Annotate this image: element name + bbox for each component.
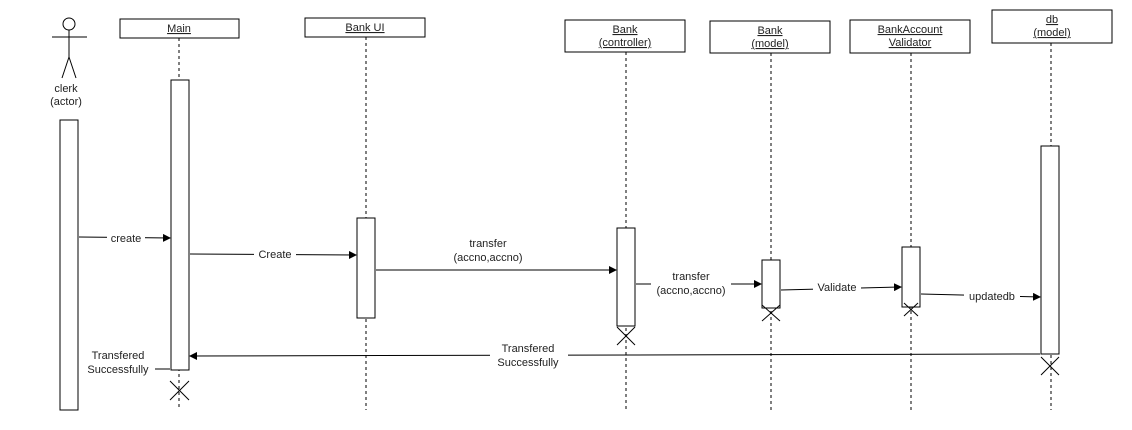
activation-validator xyxy=(901,246,921,308)
participant-bank-ui-label: Bank UI xyxy=(345,22,384,34)
actor-clerk: clerk (actor) xyxy=(50,17,87,108)
activation-main xyxy=(170,79,190,371)
participant-bank-model-type: (model) xyxy=(751,38,788,50)
message-create-bank-ui-label: Create xyxy=(258,249,291,261)
message-transfer-controller-label-2: (accno,accno) xyxy=(453,252,522,264)
message-updatedb-label: updatedb xyxy=(969,291,1015,303)
destroy-main xyxy=(169,380,190,401)
participant-db-type: (model) xyxy=(1033,27,1070,39)
actor-right-leg xyxy=(68,56,77,79)
participant-db-box xyxy=(991,9,1113,44)
destroy-bank-model xyxy=(761,304,781,322)
message-create-label: create xyxy=(111,233,142,245)
participant-main-label: Main xyxy=(167,23,191,35)
message-transfer-controller-label-1: transfer xyxy=(469,238,507,250)
actor-left-leg xyxy=(61,56,70,79)
message-updatedb: updatedb xyxy=(920,289,1041,303)
message-create-bank-ui: Create xyxy=(189,248,357,262)
participant-bank-model: Bank (model) xyxy=(709,20,831,54)
actor-type: (actor) xyxy=(50,96,82,108)
participant-bank-controller-name: Bank xyxy=(612,24,638,36)
message-return-actor: Transfered Successfully xyxy=(87,350,170,376)
message-transfer-model: transfer (accno,accno) xyxy=(636,269,762,297)
participant-validator-type: Validator xyxy=(889,37,932,49)
message-validate: Validate xyxy=(780,281,902,295)
participant-db: db (model) xyxy=(991,9,1113,44)
participant-validator-name: BankAccount xyxy=(878,24,943,36)
message-return-actor-label-1: Transfered xyxy=(92,350,145,362)
activation-bank-ui xyxy=(356,217,376,319)
participant-validator-box xyxy=(849,19,971,54)
message-return-label-2: Successfully xyxy=(497,357,559,369)
destroy-db xyxy=(1040,356,1060,376)
participant-bank-model-name: Bank xyxy=(757,25,783,37)
actor-head xyxy=(62,17,76,31)
participant-bank-ui: Bank UI xyxy=(304,17,426,38)
message-validate-label: Validate xyxy=(818,282,857,294)
destroy-bank-controller xyxy=(616,326,636,346)
participant-db-name: db xyxy=(1046,14,1058,26)
activation-bank-model xyxy=(761,259,781,309)
message-return: Transfered Successfully xyxy=(189,343,1041,369)
participant-bank-controller: Bank (controller) xyxy=(564,19,686,53)
message-return-actor-label-2: Successfully xyxy=(87,364,149,376)
destroy-validator xyxy=(903,302,919,317)
participant-bank-controller-type: (controller) xyxy=(599,37,652,49)
message-transfer-controller: transfer (accno,accno) xyxy=(376,238,617,274)
actor-activation xyxy=(59,119,79,411)
message-create: create xyxy=(78,231,171,245)
activation-db xyxy=(1040,145,1060,355)
participant-bank-model-box xyxy=(709,20,831,54)
participant-validator: BankAccount Validator xyxy=(849,19,971,54)
participant-bank-ui-box xyxy=(304,17,426,38)
participant-bank-controller-box xyxy=(564,19,686,53)
participant-main: Main xyxy=(119,18,240,39)
message-transfer-model-label-2: (accno,accno) xyxy=(656,285,725,297)
activation-bank-controller xyxy=(616,227,636,327)
message-return-label-1: Transfered xyxy=(502,343,555,355)
actor-name: clerk xyxy=(54,83,78,95)
message-return-arrow xyxy=(189,351,1041,360)
message-transfer-model-label-1: transfer xyxy=(672,271,710,283)
